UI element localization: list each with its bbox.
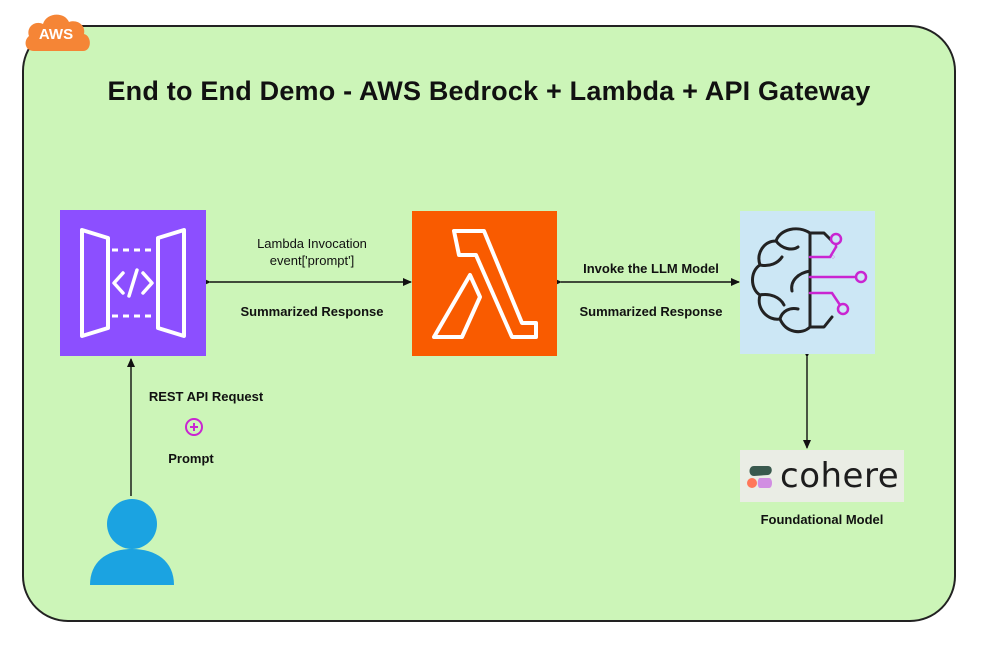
- diagram-title: End to End Demo - AWS Bedrock + Lambda +…: [107, 76, 871, 106]
- lambda-icon: [412, 211, 557, 356]
- edge-label-rest-api-request: REST API Request: [148, 389, 264, 404]
- aws-badge-label: AWS: [38, 26, 74, 43]
- api-gateway-icon: [60, 210, 206, 356]
- cohere-mark-icon: [747, 466, 772, 488]
- edge-label-event-prompt: event['prompt']: [269, 253, 355, 268]
- cohere-wordmark: cohere: [780, 456, 900, 496]
- plus-circle-icon: [185, 418, 203, 436]
- cohere-caption: Foundational Model: [760, 512, 884, 527]
- aws-cloud-icon: AWS: [22, 9, 94, 53]
- edge-label-lambda-invocation: Lambda Invocation: [257, 236, 367, 251]
- cohere-logo: cohere: [740, 450, 904, 502]
- machine-learning-brain-icon: [740, 211, 875, 354]
- edge-label-invoke-llm: Invoke the LLM Model: [583, 261, 719, 276]
- edge-label-prompt: Prompt: [168, 451, 214, 466]
- edge-label-summarized-response-right: Summarized Response: [579, 304, 723, 319]
- user-icon: [90, 499, 174, 585]
- edge-label-summarized-response-left: Summarized Response: [240, 304, 384, 319]
